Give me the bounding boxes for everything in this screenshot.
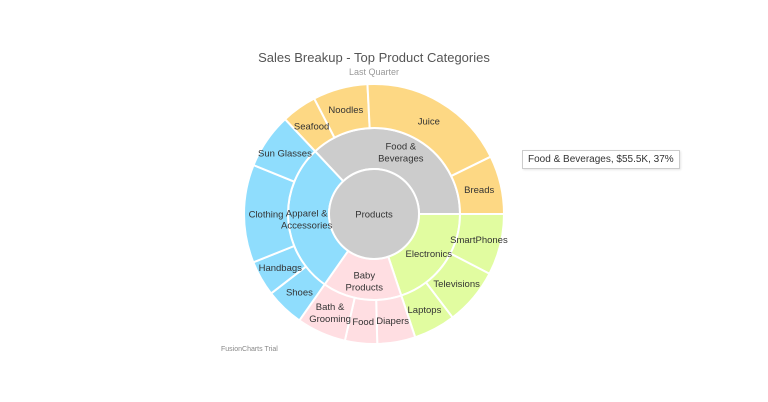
subcategory-slice[interactable] xyxy=(252,117,317,183)
root-slice[interactable] xyxy=(328,168,420,260)
subcategory-label: Bath &Grooming xyxy=(309,302,351,325)
chart-title: Sales Breakup - Top Product Categories xyxy=(258,50,490,65)
subcategory-label: Handbags xyxy=(259,263,303,274)
subcategory-label: Laptops xyxy=(408,305,442,316)
subcategory-label: Sun Glasses xyxy=(258,148,312,159)
tooltip: Food & Beverages, $55.5K, 37% xyxy=(522,150,680,169)
subcategory-label: Breads xyxy=(464,185,494,196)
subcategory-label: Diapers xyxy=(376,316,409,327)
subcategory-label: Clothing xyxy=(249,209,284,220)
subcategory-label: Noodles xyxy=(328,105,363,116)
subcategory-label: Seafood xyxy=(294,121,329,132)
subcategory-label: SmartPhones xyxy=(450,235,508,246)
subcategory-label: Food xyxy=(352,317,374,328)
category-label: Apparel &Accessories xyxy=(281,208,332,231)
category-label: Food &Beverages xyxy=(378,142,424,165)
category-label: Electronics xyxy=(406,249,453,260)
subcategory-label: Shoes xyxy=(286,288,313,299)
watermark: FusionCharts Trial xyxy=(221,346,278,353)
subcategory-label: Juice xyxy=(418,116,440,127)
subcategory-label: Televisions xyxy=(433,279,480,290)
chart-subtitle: Last Quarter xyxy=(349,67,399,77)
root-label: Products xyxy=(355,210,393,221)
